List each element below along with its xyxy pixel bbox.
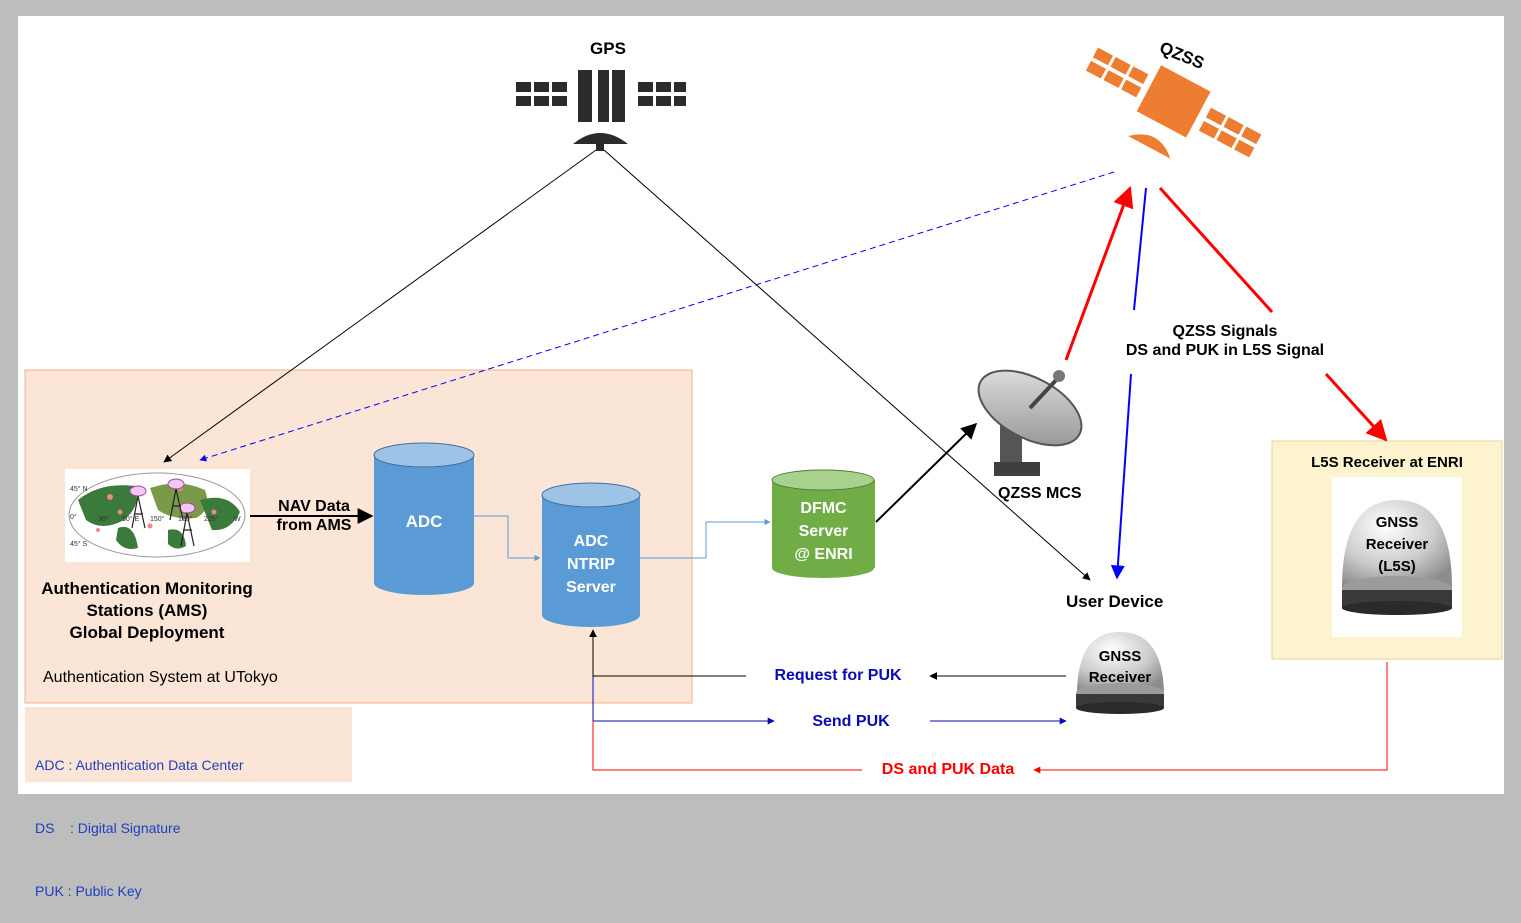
ds-puk-data-line-left [592, 721, 862, 771]
user-receiver-label: GNSS Receiver [1077, 646, 1163, 688]
qzss-satellite-icon [1085, 47, 1262, 159]
adc-to-ntrip-connector [474, 515, 541, 561]
gps-to-ams-line [163, 149, 597, 463]
request-puk-label: Request for PUK [774, 667, 902, 684]
gps-label: GPS [590, 39, 626, 58]
legend-item-adc: ADC : Authentication Data Center [35, 757, 244, 773]
ntrip-line2: NTRIP [567, 556, 615, 574]
gps-satellite-icon [516, 70, 686, 151]
svg-text:180°: 180° [178, 515, 193, 523]
svg-text:90° E: 90° E [122, 515, 140, 523]
l5s-receiver-inner-label: GNSS Receiver (L5S) [1342, 512, 1452, 577]
dfmc-line3: @ ENRI [794, 546, 853, 564]
qzss-signals-line1: QZSS Signals [1172, 323, 1278, 340]
mcs-uplink-arrow [1064, 186, 1134, 361]
adc-database-icon [373, 442, 475, 595]
gps-to-user-line [603, 149, 1091, 581]
user-receiver-line2: Receiver [1088, 669, 1152, 686]
user-device-label: User Device [1066, 592, 1164, 611]
world-map-icon: 45° N 0° 45° S 30° 90° E 150° 180° 225° W [65, 469, 250, 562]
legend-item-puk: PUK : Public Key [35, 883, 142, 899]
qzss-signals-line2: DS and PUK in L5S Signal [1125, 342, 1325, 360]
ams-label: Authentication Monitoring Stations (AMS)… [22, 578, 272, 644]
ams-line3: Global Deployment [69, 623, 225, 643]
nav-data-line1: NAV Data [278, 498, 350, 515]
dfmc-to-mcs-arrow [875, 422, 978, 523]
ams-line1: Authentication Monitoring [41, 579, 253, 598]
svg-text:225°: 225° [204, 515, 219, 523]
l5s-line1: GNSS [1375, 514, 1419, 531]
auth-system-label: Authentication System at UTokyo [43, 669, 278, 686]
qzss-signals-label: QZSS Signals DS and PUK in L5S Signal [1090, 322, 1360, 360]
dfmc-database-icon [771, 469, 875, 578]
ntrip-database-label: ADC NTRIP Server [542, 530, 640, 600]
nav-data-label: NAV Data from AMS [255, 497, 373, 535]
ntrip-database-icon [541, 482, 641, 627]
qzss-mcs-label: QZSS MCS [998, 485, 1082, 502]
user-receiver-line1: GNSS [1098, 648, 1142, 665]
legend-item-ds: DS : Digital Signature [35, 820, 181, 836]
send-puk-label: Send PUK [812, 713, 890, 730]
dfmc-database-label: DFMC Server @ ENRI [772, 497, 875, 567]
svg-text:0°: 0° [70, 513, 77, 521]
l5s-receiver-label: L5S Receiver at ENRI [1311, 454, 1463, 471]
user-gnss-receiver-icon [1067, 614, 1174, 734]
nav-data-line2: from AMS [276, 517, 352, 535]
qzss-to-l5s-signal-lower [1324, 372, 1388, 442]
l5s-gnss-receiver-icon [1332, 477, 1462, 637]
qzss-to-user-signal-lower [1110, 373, 1132, 580]
svg-text:45° S: 45° S [70, 540, 88, 548]
ds-puk-data-label: DS and PUK Data [881, 761, 1015, 778]
ams-line2: Stations (AMS) [86, 601, 208, 621]
qzss-to-l5s-signal-upper [1158, 186, 1274, 314]
qzss-to-user-signal-upper [1133, 187, 1147, 311]
svg-text:30°: 30° [98, 515, 109, 523]
qzss-mcs-antenna-icon [977, 369, 1083, 476]
svg-text:W: W [234, 516, 241, 523]
svg-text:45° N: 45° N [70, 485, 88, 493]
dfmc-line1: DFMC [800, 500, 847, 517]
l5s-line2: Receiver [1365, 535, 1429, 553]
ds-puk-data-line-right [1033, 662, 1388, 774]
ntrip-to-dfmc-connector [640, 519, 771, 559]
legend-panel [25, 707, 352, 782]
ntrip-line3: Server [566, 579, 616, 597]
dfmc-line2: Server [798, 523, 849, 541]
ntrip-line1: ADC [573, 533, 609, 550]
legend: ADC : Authentication Data Center DS : Di… [35, 713, 244, 923]
svg-text:150°: 150° [150, 515, 165, 523]
l5s-line3: (L5S) [1378, 557, 1416, 575]
adc-database-label: ADC [405, 512, 443, 531]
